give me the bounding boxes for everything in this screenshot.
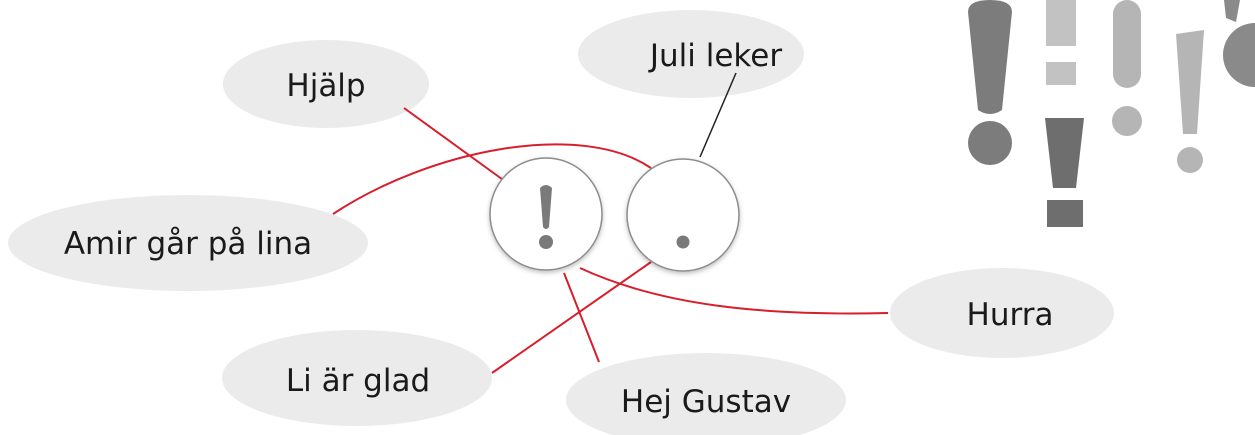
bubble-hurra-label: Hurra: [967, 297, 1054, 333]
connector-li-to-period: [491, 261, 652, 374]
deco-exclamation-4-dot: [1112, 106, 1142, 136]
deco-exclamation-1-dot: [968, 121, 1012, 165]
bubble-hej-gustav-shape: [566, 353, 846, 435]
connector-hjalp-to-exclamation: [403, 107, 507, 183]
bubble-hurra-shape: [890, 268, 1114, 358]
bubble-li-ar-glad-shape: [222, 330, 492, 426]
period-circle[interactable]: .: [626, 158, 740, 272]
deco-exclamation-3-dot: [1047, 200, 1083, 227]
deco-exclamation-6-dot: [1223, 23, 1255, 87]
connector-juli-to-period: [699, 72, 737, 158]
deco-exclamation-3-icon: [1045, 118, 1084, 188]
deco-exclamation-5-icon: [1176, 30, 1204, 134]
bubble-hjalp-label: Hjälp: [286, 68, 365, 104]
bubble-hej-gustav-label: Hej Gustav: [621, 384, 791, 420]
exclamation-mark-icon: [540, 185, 552, 229]
deco-exclamation-2-dot: [1046, 62, 1076, 85]
bubble-amir-shape: [8, 195, 368, 291]
connector-amir-to-period: [332, 143, 652, 215]
exclamation-marks-illustration: [968, 0, 1255, 227]
bubble-hjalp-shape: [223, 40, 429, 128]
bubble-amir-label: Amir går på lina: [64, 226, 312, 262]
bubble-juli-leker-shape: [578, 10, 804, 98]
connector-hurra-to-exclamation: [579, 267, 889, 315]
exclamation-dot: [539, 235, 553, 249]
deco-exclamation-2-icon: [1046, 0, 1076, 46]
deco-exclamation-5-dot: [1177, 147, 1203, 173]
bubble-li-ar-glad-label: Li är glad: [286, 363, 430, 399]
period-dot-icon: [676, 235, 690, 249]
deco-exclamation-6-icon: [1224, 0, 1240, 22]
deco-exclamation-4-icon: [1113, 0, 1141, 88]
bubble-juli-leker-label: Juli leker: [648, 38, 782, 74]
exclamation-circle[interactable]: !: [489, 157, 603, 271]
deco-exclamation-1-icon: [968, 0, 1012, 114]
connector-hej-gustav-to-exclamation: [563, 272, 600, 363]
